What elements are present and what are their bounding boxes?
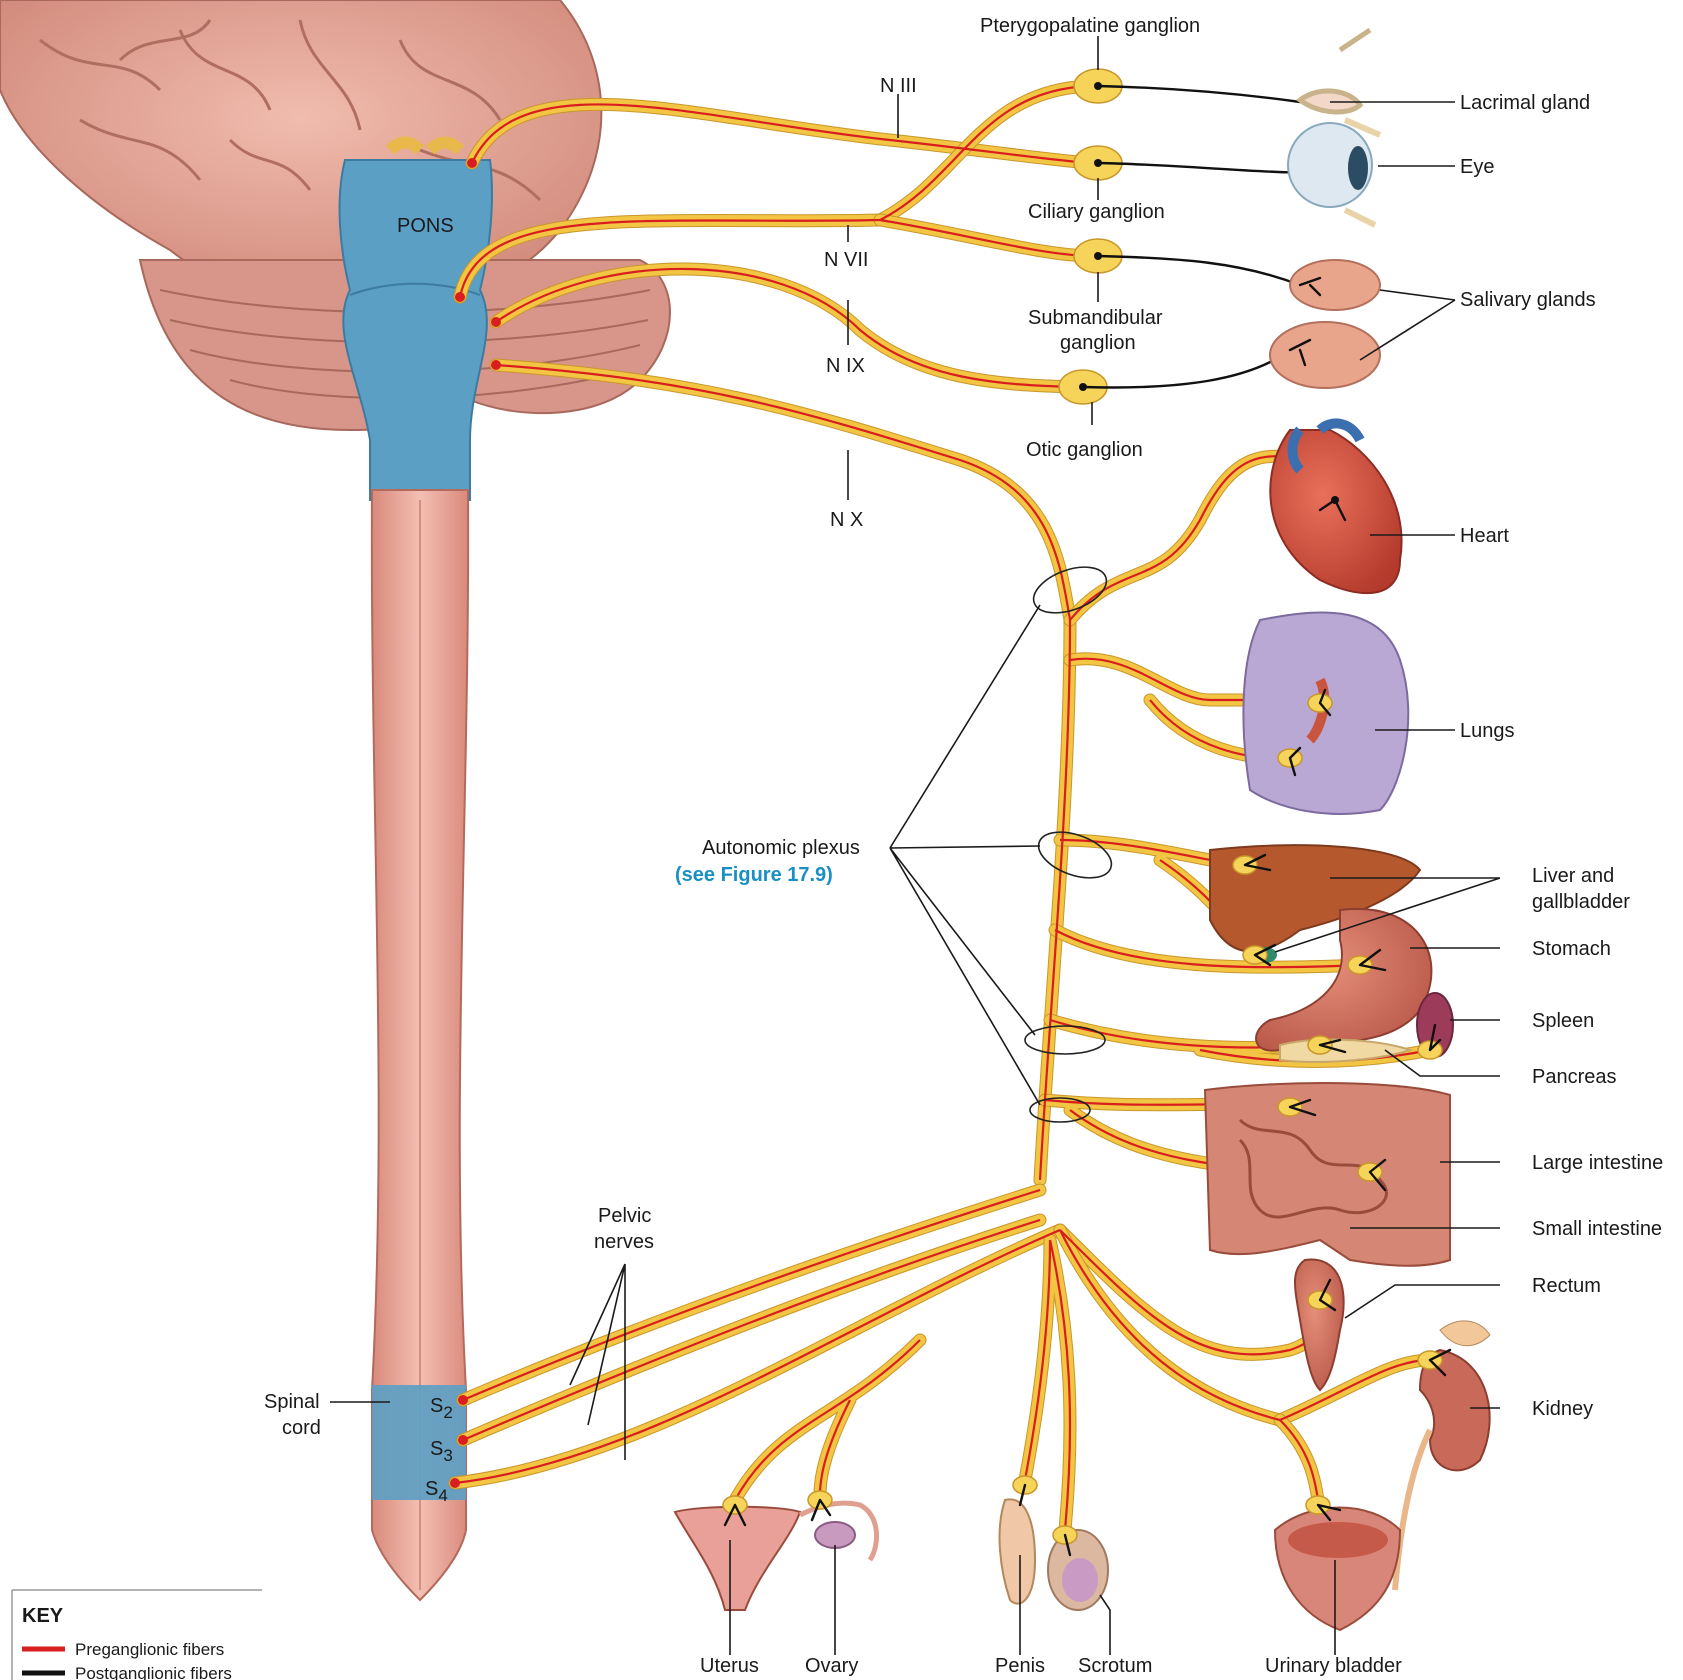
label-pterygopalatine-ganglion: Pterygopalatine ganglion bbox=[980, 15, 1200, 37]
heart-illustration bbox=[1270, 423, 1401, 593]
label-spleen: Spleen bbox=[1532, 1010, 1594, 1032]
label-stomach: Stomach bbox=[1532, 938, 1611, 960]
label-n10: N X bbox=[830, 509, 863, 531]
label-lacrimal-gland: Lacrimal gland bbox=[1460, 92, 1590, 114]
label-n3: N III bbox=[880, 75, 917, 97]
label-urinary-bladder: Urinary bladder bbox=[1265, 1655, 1402, 1677]
male-genitalia-illustration bbox=[1000, 1499, 1108, 1610]
brainstem bbox=[340, 143, 492, 501]
label-n7: N VII bbox=[824, 249, 868, 271]
legend-label-post: Postganglionic fibers bbox=[75, 1664, 232, 1680]
eye-illustration bbox=[1288, 120, 1380, 225]
label-autonomic-plexus: Autonomic plexus bbox=[702, 837, 860, 859]
rectum-illustration bbox=[1295, 1260, 1344, 1390]
label-uterus: Uterus bbox=[700, 1655, 759, 1677]
label-lungs: Lungs bbox=[1460, 720, 1515, 742]
label-submandibular-ganglion-2: ganglion bbox=[1060, 332, 1136, 354]
spinal-cord bbox=[372, 490, 468, 1600]
label-salivary-glands: Salivary glands bbox=[1460, 289, 1596, 311]
ganglion-otic bbox=[1059, 350, 1290, 404]
label-otic-ganglion: Otic ganglion bbox=[1026, 439, 1143, 461]
label-ovary: Ovary bbox=[805, 1655, 858, 1677]
cerebrum bbox=[0, 0, 601, 294]
lungs-illustration bbox=[1243, 612, 1408, 813]
legend: KEY Preganglionic fibers Postganglionic … bbox=[12, 1590, 262, 1680]
label-scrotum: Scrotum bbox=[1078, 1655, 1152, 1677]
label-small-intestine: Small intestine bbox=[1532, 1218, 1662, 1240]
legend-label-pre: Preganglionic fibers bbox=[75, 1640, 224, 1659]
label-ciliary-ganglion: Ciliary ganglion bbox=[1028, 201, 1165, 223]
label-spinal-cord-2: cord bbox=[282, 1417, 321, 1439]
ganglion-submandibular bbox=[1074, 239, 1300, 285]
label-liver-2: gallbladder bbox=[1532, 891, 1630, 913]
urinary-bladder-illustration bbox=[1275, 1508, 1400, 1631]
label-rectum: Rectum bbox=[1532, 1275, 1601, 1297]
label-pancreas: Pancreas bbox=[1532, 1066, 1617, 1088]
lacrimal-gland-illustration bbox=[1300, 30, 1370, 112]
label-liver-1: Liver and bbox=[1532, 865, 1614, 887]
label-heart: Heart bbox=[1460, 525, 1509, 547]
label-eye: Eye bbox=[1460, 156, 1494, 178]
pons-label: PONS bbox=[397, 215, 454, 237]
label-pelvic-nerves-2: nerves bbox=[594, 1231, 654, 1253]
label-kidney: Kidney bbox=[1532, 1398, 1593, 1420]
intestines-illustration bbox=[1205, 1083, 1450, 1266]
label-submandibular-ganglion-1: Submandibular bbox=[1028, 307, 1163, 329]
label-spinal-cord-1: Spinal bbox=[264, 1391, 320, 1413]
uterus-illustration bbox=[675, 1503, 877, 1610]
ganglion-pterygopalatine bbox=[1074, 69, 1300, 103]
label-n9: N IX bbox=[826, 355, 865, 377]
legend-title: KEY bbox=[22, 1605, 64, 1627]
label-penis: Penis bbox=[995, 1655, 1045, 1677]
label-large-intestine: Large intestine bbox=[1532, 1152, 1663, 1174]
link-see-figure[interactable]: (see Figure 17.9) bbox=[675, 864, 833, 886]
label-pelvic-nerves-1: Pelvic bbox=[598, 1205, 651, 1227]
